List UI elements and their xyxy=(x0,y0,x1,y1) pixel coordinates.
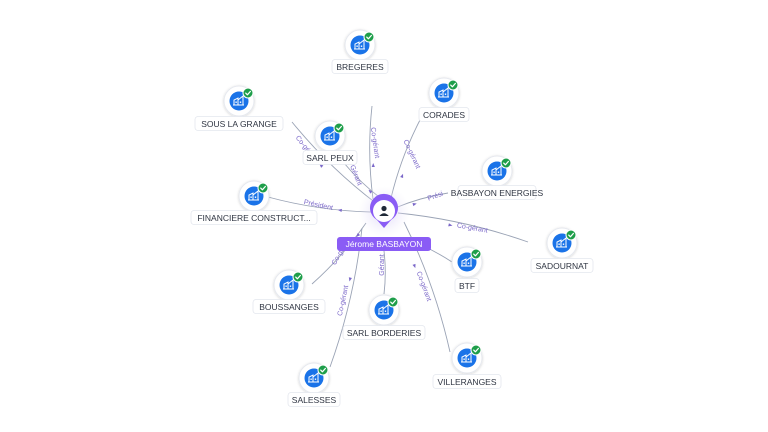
node-label-bg xyxy=(432,374,502,389)
company-label: BTF xyxy=(459,281,475,291)
center-person-node[interactable]: Jérome BASBAYON xyxy=(337,186,431,251)
check-badge-icon xyxy=(257,182,269,194)
building-icon xyxy=(461,255,472,267)
building-icon xyxy=(248,189,259,201)
check-badge-icon xyxy=(500,157,512,169)
company-node-boussanges[interactable]: BOUSSANGES xyxy=(252,269,326,314)
edge-villeranges xyxy=(403,221,451,353)
company-label: SALESSES xyxy=(292,395,337,405)
check-badge-icon xyxy=(565,229,577,241)
company-label: FINANCIERE CONSTRUCT... xyxy=(197,213,310,223)
company-node-villeranges[interactable]: VILLERANGES xyxy=(432,342,502,389)
check-badge-icon xyxy=(470,344,482,356)
node-label-bg xyxy=(190,210,318,225)
edge-label-sarl-borderies: Gérant xyxy=(379,254,386,275)
node-label-bg xyxy=(342,325,426,340)
node-label-bg xyxy=(287,392,341,407)
company-label: BREGERES xyxy=(336,62,384,72)
company-label: SADOURNAT xyxy=(536,261,589,271)
node-label-bg xyxy=(252,299,326,314)
node-label-bg xyxy=(418,107,470,122)
edge-arrow-boussanges xyxy=(356,232,361,238)
building-icon xyxy=(354,38,365,50)
company-node-sous-la-grange[interactable]: SOUS LA GRANGE xyxy=(194,85,284,131)
building-icon xyxy=(556,236,567,248)
company-node-basbayon-energies[interactable]: BASBAYON ENERGIES xyxy=(451,155,544,200)
edge-label-villeranges: Co-gérant xyxy=(415,271,432,303)
center-label-bg xyxy=(337,237,431,251)
company-node-corades[interactable]: CORADES xyxy=(418,77,470,122)
edge-boussanges xyxy=(311,222,367,285)
building-icon xyxy=(324,129,335,141)
building-icon xyxy=(378,303,389,315)
edge-sadournat xyxy=(397,212,529,243)
edge-label-sadournat: Co-gérant xyxy=(456,222,488,234)
building-icon xyxy=(438,86,449,98)
node-label-bg xyxy=(530,258,594,273)
building-icon xyxy=(461,351,472,363)
node-label-bg xyxy=(454,278,480,293)
node-label-bg xyxy=(302,150,358,165)
edge-arrow-sadournat xyxy=(448,223,453,227)
nodes-layer: BREGERES CORADES SOUS LA GRANGE SARL PEUX BA… xyxy=(190,29,594,407)
company-node-sadournat[interactable]: SADOURNAT xyxy=(530,227,594,273)
node-label-bg xyxy=(194,116,284,131)
company-node-bregeres[interactable]: BREGERES xyxy=(331,29,389,74)
edge-label-bregeres: Co-gérant xyxy=(369,127,380,159)
company-node-financiere[interactable]: FINANCIERE CONSTRUCT... xyxy=(190,180,318,225)
edge-label-basbayon-energies: Prési xyxy=(427,190,445,202)
node-label-bg xyxy=(457,185,537,200)
edge-arrow-bregeres xyxy=(371,162,375,168)
company-node-salesses[interactable]: SALESSES xyxy=(287,362,341,407)
company-label: BASBAYON ENERGIES xyxy=(451,188,544,198)
building-icon xyxy=(283,278,294,290)
edge-arrow-basbayon-energies xyxy=(412,202,417,207)
building-icon xyxy=(233,94,244,106)
check-badge-icon xyxy=(363,31,375,43)
company-node-btf[interactable]: BTF xyxy=(451,246,483,293)
person-icon xyxy=(379,205,389,216)
company-label: SARL PEUX xyxy=(306,153,354,163)
company-label: BOUSSANGES xyxy=(259,302,319,312)
edge-arrow-salesses xyxy=(348,277,352,282)
check-badge-icon xyxy=(447,79,459,91)
center-label: Jérome BASBAYON xyxy=(346,239,423,249)
company-label: CORADES xyxy=(423,110,465,120)
building-icon xyxy=(491,164,502,176)
company-label: SARL BORDERIES xyxy=(347,328,422,338)
edge-sarl-borderies xyxy=(383,250,386,295)
check-badge-icon xyxy=(333,122,345,134)
edge-arrow-financiere xyxy=(337,208,342,213)
check-badge-icon xyxy=(292,271,304,283)
company-node-sarl-borderies[interactable]: SARL BORDERIES xyxy=(342,294,426,340)
check-badge-icon xyxy=(470,248,482,260)
company-node-sarl-peux[interactable]: SARL PEUX xyxy=(302,120,358,165)
edge-label-salesses: Co-gérant xyxy=(337,285,350,317)
edge-label-financiere: Président xyxy=(303,199,333,212)
node-label-bg xyxy=(331,59,389,74)
company-label: SOUS LA GRANGE xyxy=(201,119,277,129)
edge-label-sarl-peux: Gérant xyxy=(348,164,363,187)
check-badge-icon xyxy=(242,87,254,99)
check-badge-icon xyxy=(317,364,329,376)
edge-arrow-corades xyxy=(400,173,404,179)
building-icon xyxy=(308,371,319,383)
edge-arrow-villeranges xyxy=(412,263,416,269)
check-badge-icon xyxy=(387,296,399,308)
company-label: VILLERANGES xyxy=(437,377,496,387)
